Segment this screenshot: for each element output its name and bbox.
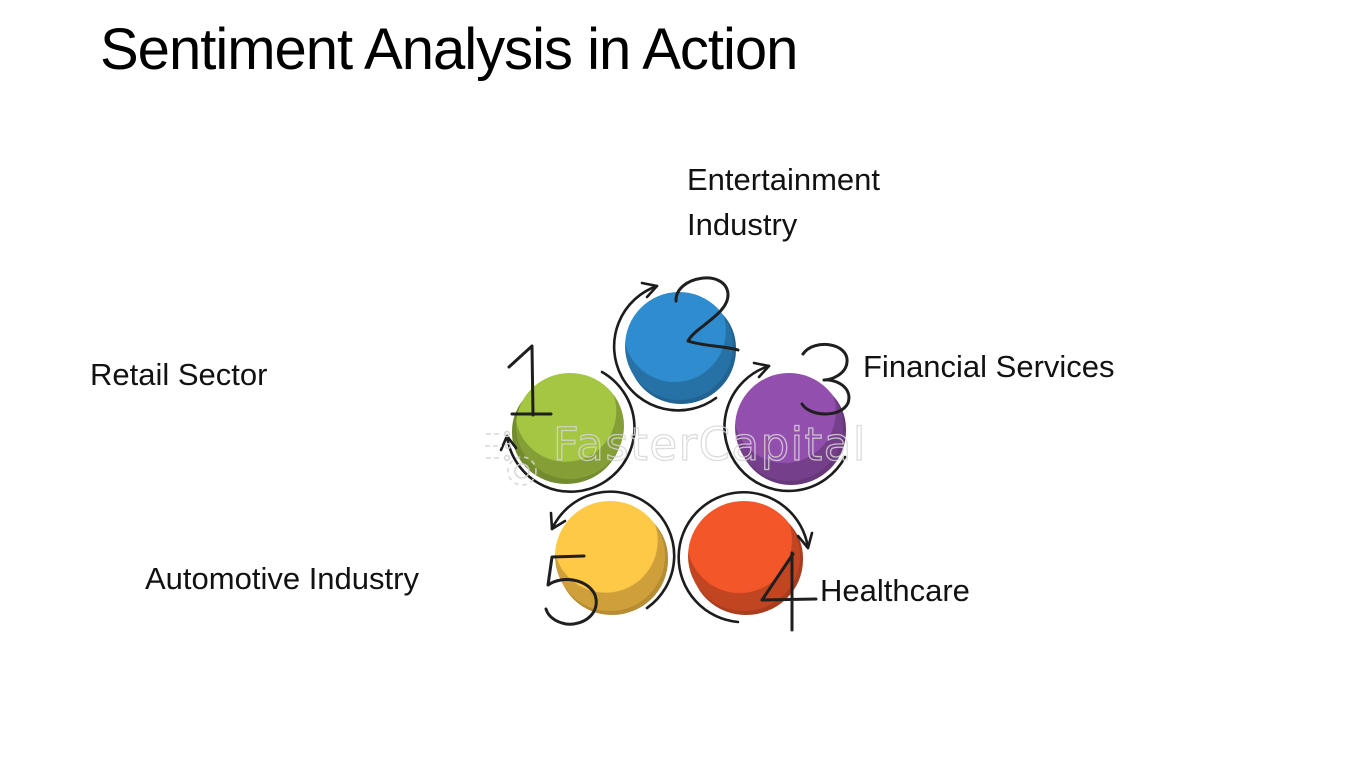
arrow-loop-3-icon — [723, 361, 847, 493]
watermark-text: FasterCapital — [552, 417, 867, 471]
page-title: Sentiment Analysis in Action — [100, 17, 798, 82]
label-healthcare: Healthcare — [820, 573, 970, 608]
arrow-loop-1-icon — [499, 370, 636, 493]
gear-icon — [485, 430, 537, 486]
step-number-1 — [507, 344, 553, 417]
label-automotive-industry: Automotive Industry — [145, 561, 419, 596]
step-number-2 — [674, 276, 740, 352]
label-entertainment-industry: Entertainment Industry — [687, 162, 880, 242]
arrow-loop-2-icon — [612, 281, 718, 412]
step-circle-financial — [735, 373, 843, 481]
step-circle-healthcare — [688, 501, 800, 611]
label-financial-services: Financial Services — [863, 349, 1115, 384]
step-number-3 — [800, 342, 851, 416]
arrow-loop-5-icon — [549, 490, 676, 610]
label-retail-sector: Retail Sector — [90, 357, 268, 392]
step-number-5 — [544, 554, 598, 626]
step-number-4 — [760, 551, 818, 632]
arrow-loop-4-icon — [677, 490, 814, 624]
